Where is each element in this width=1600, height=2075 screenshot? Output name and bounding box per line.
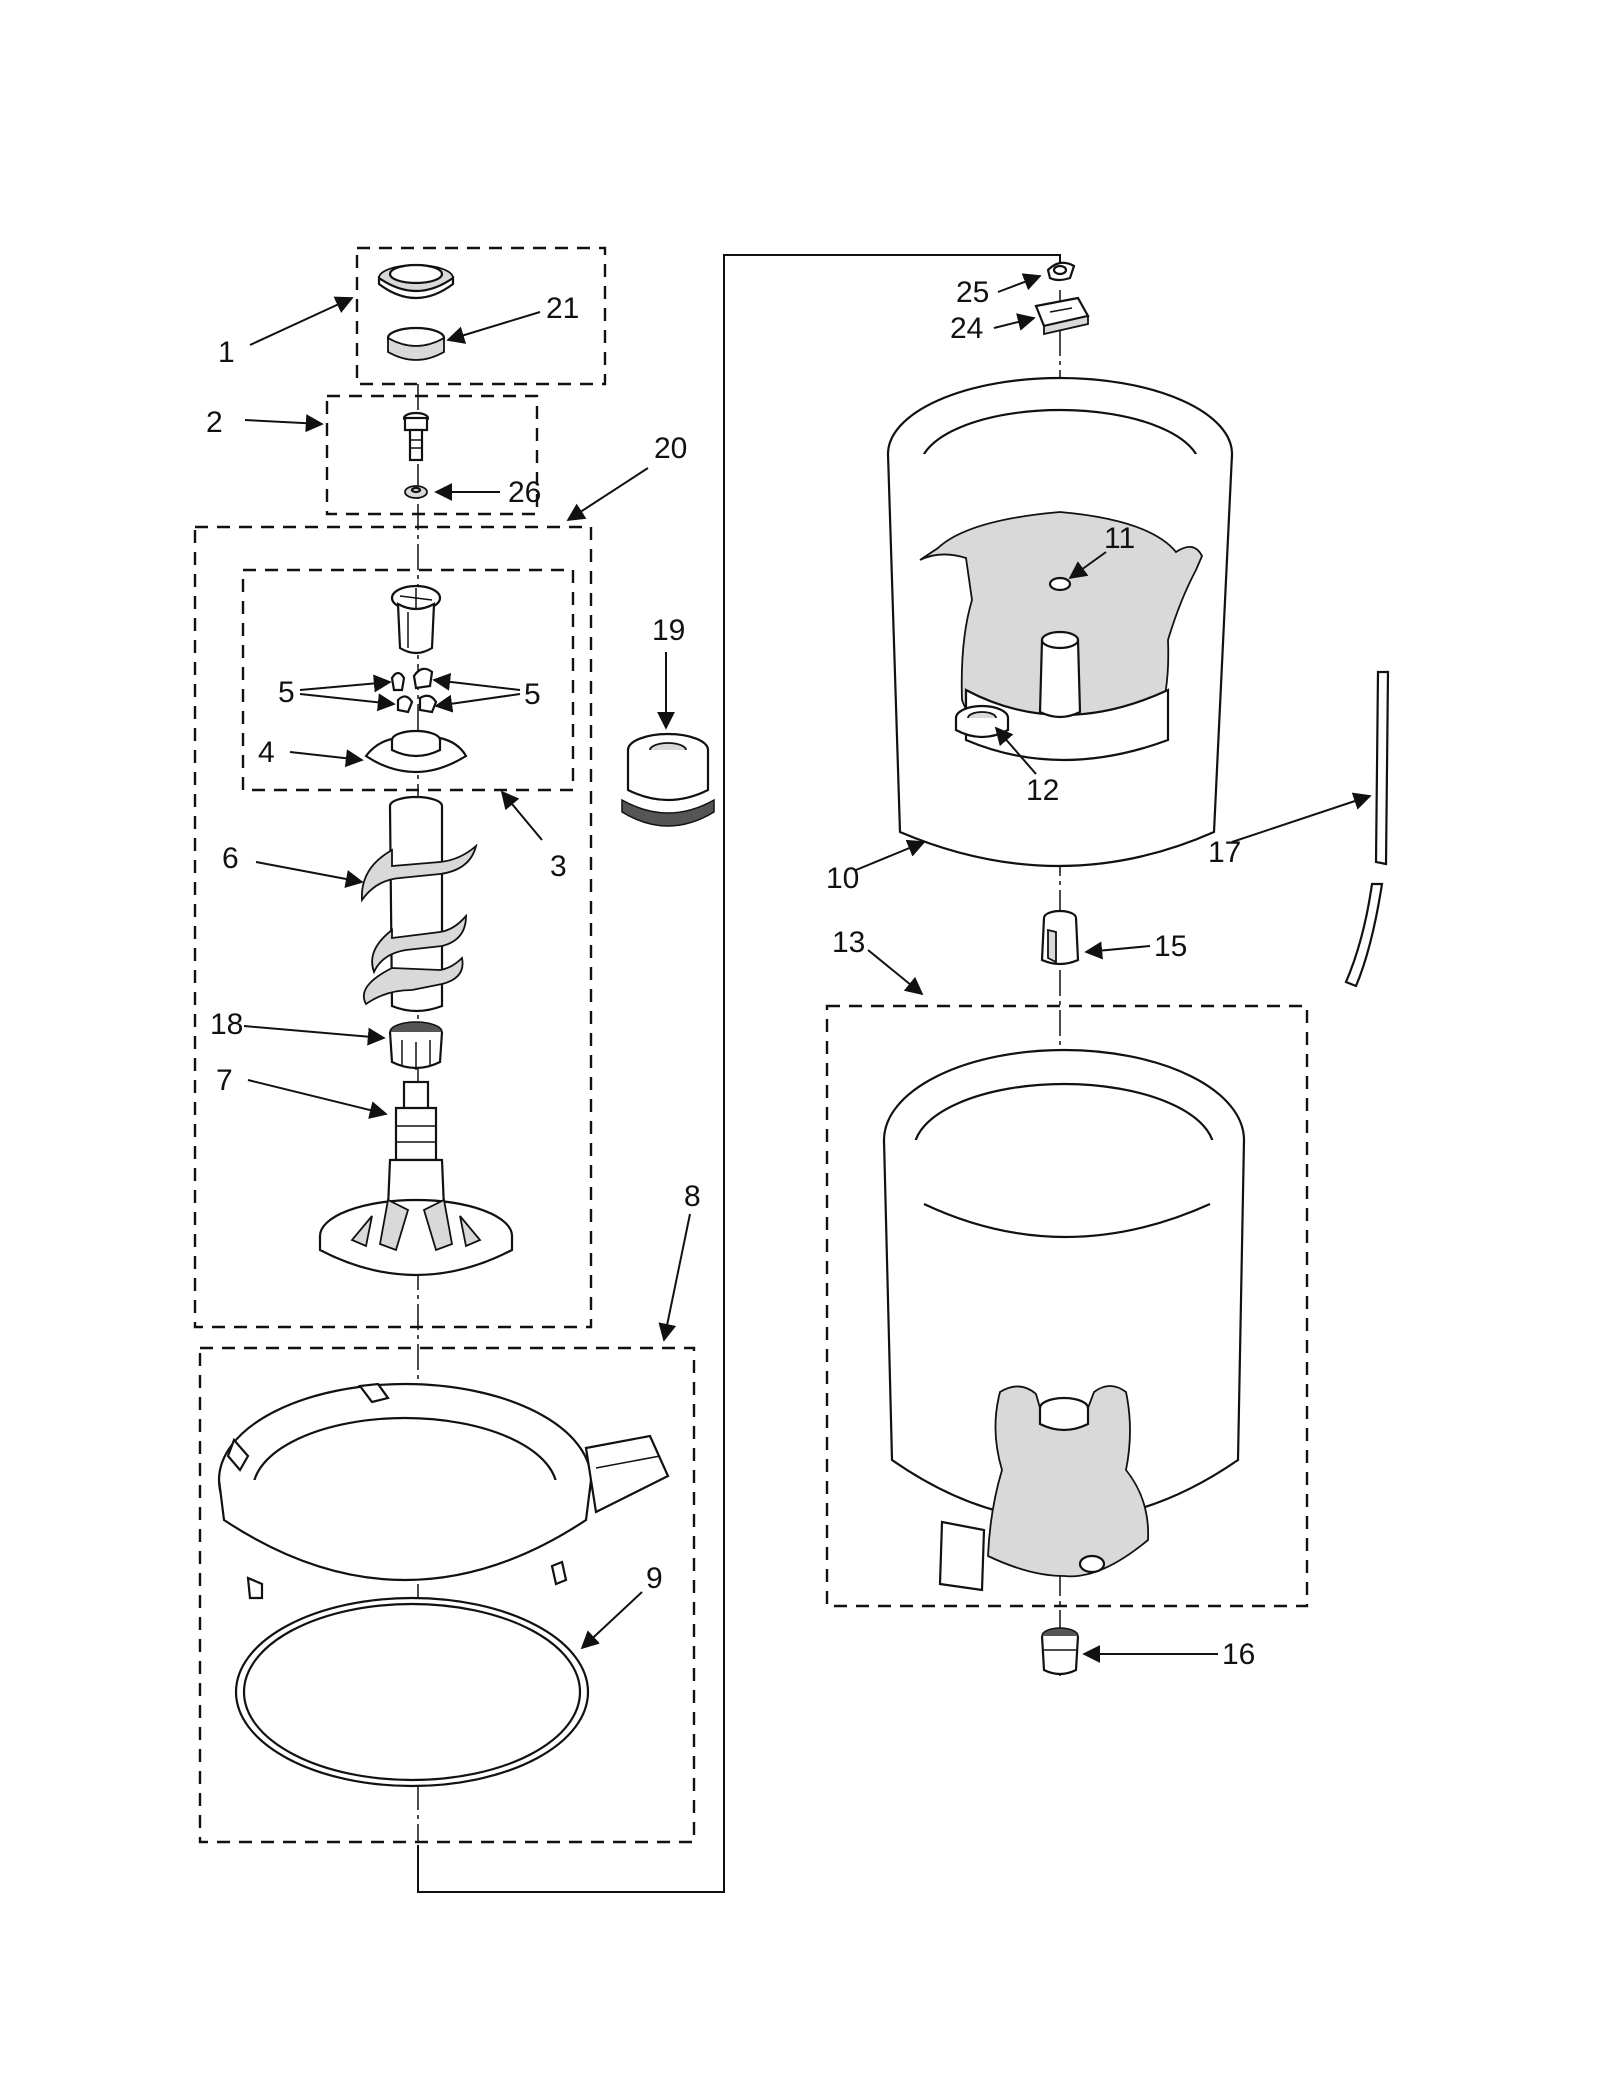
leader-21 [446,311,541,344]
callout-9: 9 [646,1562,663,1595]
drive-hub-part [1040,909,1080,966]
bracket-part [1034,296,1090,336]
assembly-box-8 [198,1346,696,1844]
callout-4: 4 [258,736,275,769]
tub-seal-part [1040,1627,1080,1676]
auger-part [361,795,478,1013]
leader-17 [1231,792,1372,843]
assembly-box-13 [825,1004,1309,1608]
callout-3: 3 [550,850,567,883]
leader-20 [566,467,649,521]
leader-1 [249,296,354,346]
outer-tub-part [882,1048,1246,1592]
leader-11 [1068,551,1107,580]
callout-17: 17 [1208,836,1241,869]
callout-12: 12 [1026,774,1059,807]
leader-2 [244,414,324,433]
tub-ring-part [217,1382,670,1640]
leader-7 [247,1079,388,1119]
assembly-box-2 [325,394,539,516]
seal-ring-part [386,326,446,361]
agitator-cap-part [377,263,455,300]
leader-24 [993,313,1036,331]
clip-part [1046,261,1076,282]
bearing-seal-part [621,732,715,827]
dog-ratchet-part [364,729,468,774]
callout-5a: 5 [278,676,295,709]
leader-8 [658,1213,691,1342]
leader-25 [997,273,1042,293]
leader-12 [994,726,1037,775]
assembly-box-1 [355,246,607,386]
leader-18 [243,1025,386,1046]
callout-26: 26 [508,476,541,509]
leader-13 [867,949,924,996]
leader-6 [255,861,364,888]
callout-6: 6 [222,842,239,875]
callout-11: 11 [1104,522,1135,555]
leader-4 [289,749,364,768]
leader-15 [1084,941,1151,960]
hose-part [1344,670,1390,988]
callout-1: 1 [218,336,235,369]
callout-21: 21 [546,292,579,325]
agitator-dogs-part [390,667,438,714]
leader-10 [855,839,926,871]
callout-25: 25 [956,276,989,309]
washer-part [404,485,428,499]
callout-16: 16 [1222,1638,1255,1671]
leader-3 [500,790,543,841]
callout-18: 18 [210,1008,243,1041]
bolt-part [402,411,430,462]
callout-15: 15 [1154,930,1187,963]
assembly-box-20 [193,525,593,1329]
leader-5a-2 [299,693,396,712]
callout-2: 2 [206,406,223,439]
connector-line [417,254,1061,1893]
callout-5b: 5 [524,678,541,711]
leader-5a-1 [299,674,392,693]
tub-ring-seal-part [234,1596,590,1788]
callout-20: 20 [654,432,687,465]
callout-19: 19 [652,614,685,647]
agitator-cam-part [390,584,442,655]
callout-10: 10 [826,862,859,895]
wash-basket-part [886,376,1234,868]
leader-5b-1 [432,672,521,691]
callout-8: 8 [684,1180,701,1213]
callout-13: 13 [832,926,865,959]
agitator-base-part [318,1080,514,1276]
leader-5b-2 [434,693,521,713]
callout-7: 7 [216,1064,233,1097]
callout-24: 24 [950,312,983,345]
bearing-part [388,1021,444,1070]
assembly-box-3 [241,568,575,792]
leader-9 [580,1591,643,1650]
